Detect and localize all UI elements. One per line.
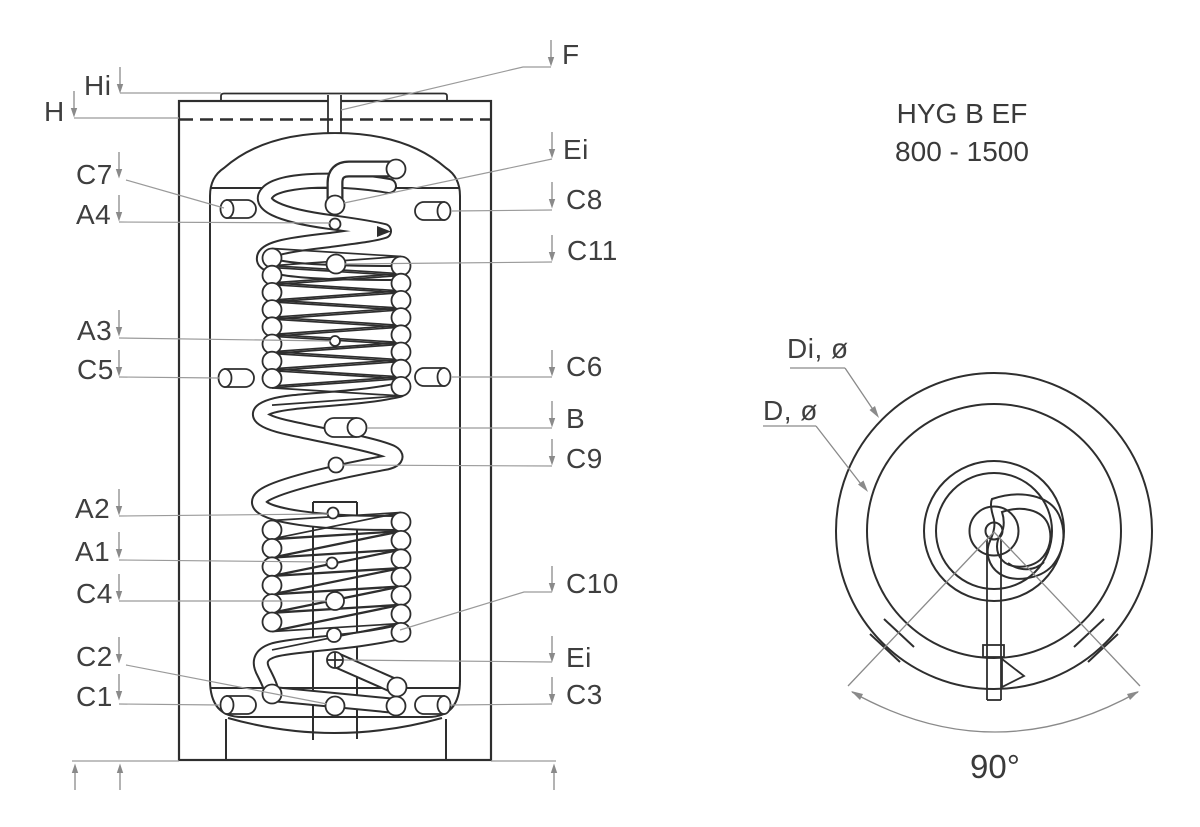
dim-label-d: D, ø [763, 395, 818, 426]
conn-label-c10: C10 [566, 568, 619, 599]
conn-label-ei-top: Ei [563, 134, 589, 165]
conn-label-c3: C3 [566, 679, 603, 710]
product-model: HYG B EF [896, 98, 1028, 129]
conn-label-c1: C1 [76, 681, 113, 712]
nozzle-c8 [414, 201, 452, 221]
conn-label-c8: C8 [566, 184, 603, 215]
insulation-jacket [177, 92, 493, 762]
conn-label-a1: A1 [75, 536, 111, 567]
diameter-leaders [763, 367, 879, 492]
conn-label-a2: A2 [75, 493, 111, 524]
conn-label-c9: C9 [566, 443, 603, 474]
nozzle-b [323, 417, 368, 438]
dim-label-angle: 90° [970, 748, 1020, 785]
dip-pipe [982, 539, 1026, 701]
nozzle-c1 [219, 695, 257, 715]
conn-label-c5: C5 [77, 354, 114, 385]
conn-label-a3: A3 [77, 315, 113, 346]
conn-label-f: F [562, 39, 580, 70]
conn-label-c4: C4 [76, 578, 113, 609]
sensor-pockets [261, 217, 408, 717]
coil-top-view [986, 493, 1065, 580]
flow-arrow [377, 226, 391, 237]
conn-label-a4: A4 [76, 199, 112, 230]
conn-label-b: B [566, 403, 586, 434]
nozzle-c7 [219, 199, 257, 219]
conn-label-c7: C7 [76, 159, 113, 190]
top-view-linework [763, 367, 1153, 733]
dim-label-hi: Hi [84, 70, 112, 101]
product-range: 800 - 1500 [895, 136, 1029, 167]
dim-label-h: H [44, 96, 65, 127]
nozzle-c3 [414, 695, 452, 715]
front-view-linework [177, 92, 493, 762]
lower-coil [261, 511, 412, 651]
conn-label-c2: C2 [76, 641, 113, 672]
nozzle-c5 [217, 368, 255, 388]
ring-section-marks [869, 618, 1119, 663]
nozzle-c6 [414, 367, 452, 387]
conn-label-ei-bottom: Ei [566, 642, 592, 673]
upper-coil [261, 247, 412, 406]
dim-label-di: Di, ø [787, 333, 849, 364]
angle-dimension [847, 531, 1141, 733]
conn-label-c11: C11 [567, 235, 618, 266]
leader-lines [72, 66, 556, 762]
elbow-tube [324, 158, 407, 216]
conn-label-c6: C6 [566, 351, 603, 382]
